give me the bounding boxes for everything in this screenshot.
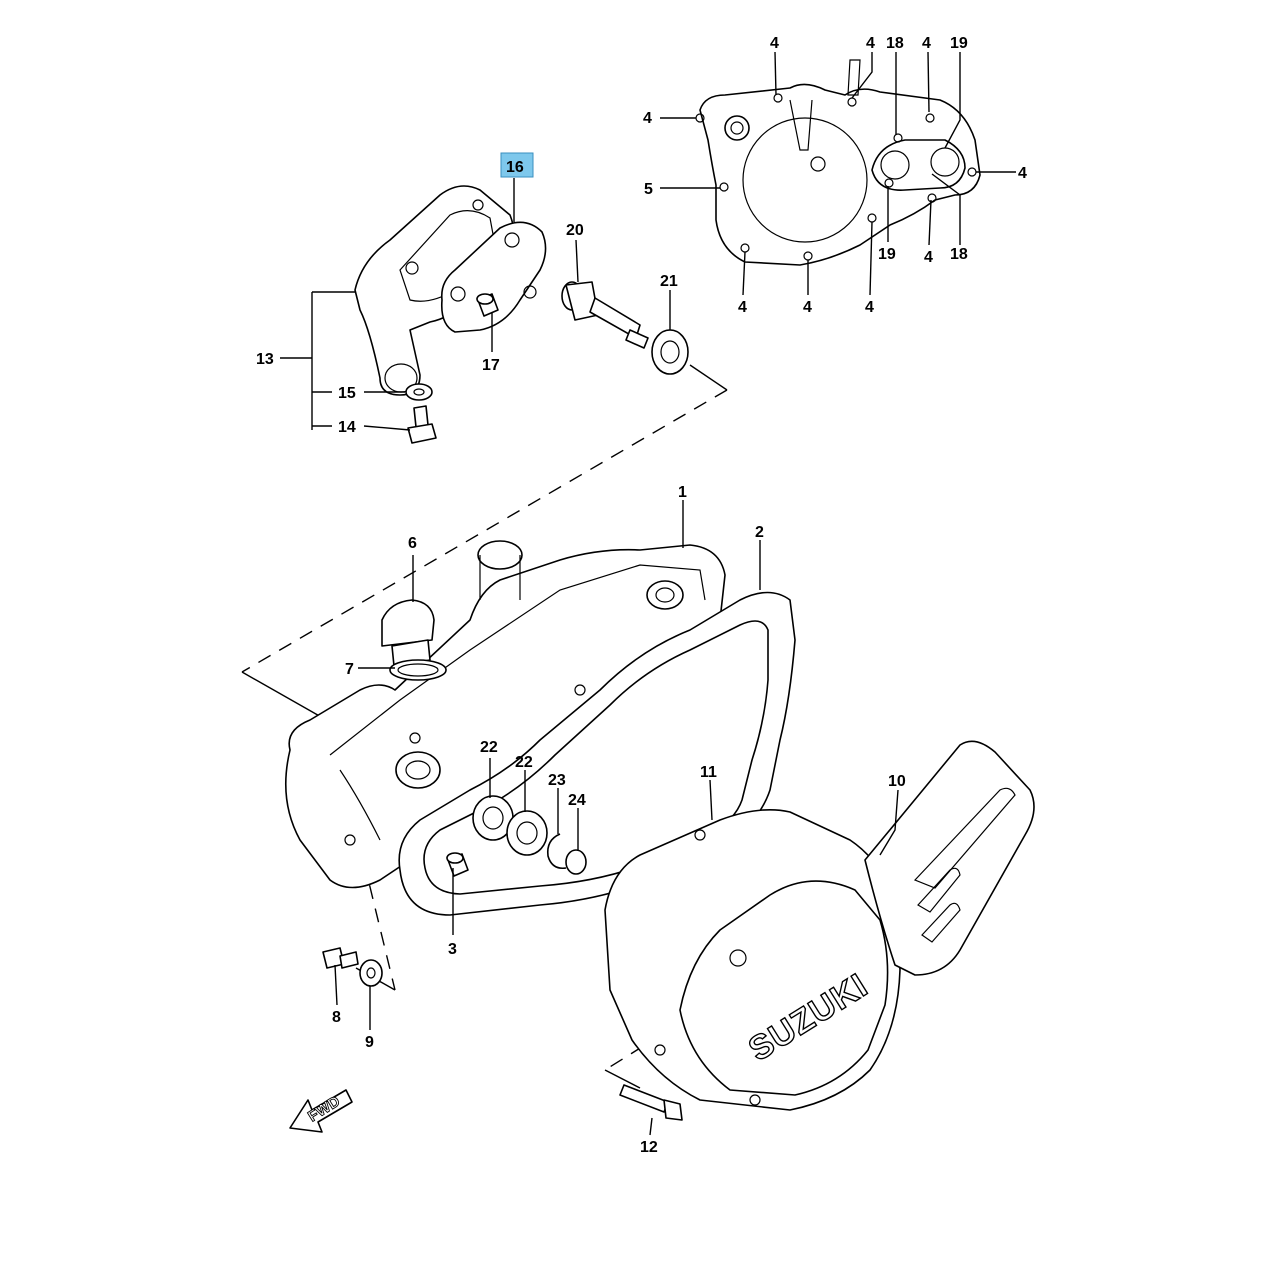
callout-18: 18 [950, 246, 968, 263]
callout-20: 20 [566, 222, 584, 239]
callout-22: 22 [480, 739, 498, 756]
magneto-outer-cover: SUZUKI [604, 808, 901, 1111]
callout-16-highlighted: 16 [506, 159, 524, 176]
callout-10: 10 [888, 773, 906, 790]
magneto-cover [695, 59, 981, 266]
callout-23: 23 [548, 772, 566, 789]
callout-4: 4 [924, 249, 933, 266]
oil-seal-21 [651, 329, 689, 375]
o-ring-24 [565, 849, 587, 875]
callout-4: 4 [1018, 165, 1027, 182]
callout-13: 13 [256, 351, 274, 368]
callout-14: 14 [338, 419, 356, 436]
washer-9 [359, 959, 383, 987]
crankcase-cover [285, 540, 726, 889]
bolt-14 [407, 405, 437, 444]
washer-15 [405, 383, 433, 401]
callout-19: 19 [878, 246, 896, 263]
callout-4: 4 [866, 35, 875, 52]
callout-18: 18 [886, 35, 904, 52]
callout-3: 3 [448, 941, 457, 958]
callout-4: 4 [770, 35, 779, 52]
dowel-pin-17 [476, 293, 499, 317]
callout-6: 6 [408, 535, 417, 552]
callout-19: 19 [950, 35, 968, 52]
callout-12: 12 [640, 1139, 658, 1156]
callout-9: 9 [365, 1034, 374, 1051]
oil-filler-cap-6 [381, 599, 435, 667]
leader-lines [280, 51, 1016, 1136]
callout-5: 5 [644, 181, 653, 198]
callout-4: 4 [738, 299, 747, 316]
callout-1: 1 [678, 484, 687, 501]
callout-4: 4 [922, 35, 931, 52]
callout-2: 2 [755, 524, 764, 541]
callout-24: 24 [568, 792, 586, 809]
callout-17: 17 [482, 357, 500, 374]
callout-11: 11 [700, 764, 717, 781]
fwd-arrow-icon: FWD [289, 1089, 353, 1133]
bolt-8 [322, 947, 359, 969]
callout-4: 4 [865, 299, 874, 316]
highlight-box [500, 152, 534, 178]
callout-21: 21 [660, 273, 678, 290]
callout-15: 15 [338, 385, 356, 402]
callout-7: 7 [345, 661, 354, 678]
callout-4: 4 [643, 110, 652, 127]
circlip-23 [546, 833, 567, 870]
water-pump-gasket [440, 221, 547, 333]
callout-22: 22 [515, 754, 533, 771]
callout-8: 8 [332, 1009, 341, 1026]
pump-shaft-20 [561, 281, 649, 349]
o-ring-7 [389, 659, 447, 681]
callouts: 4 4 18 4 19 4 5 4 19 4 18 4 4 4 16 20 21… [256, 35, 1027, 1156]
bolt-12 [619, 1084, 683, 1121]
callout-4: 4 [803, 299, 812, 316]
bearing-22b [506, 810, 548, 856]
sprocket-cover [864, 740, 1035, 976]
